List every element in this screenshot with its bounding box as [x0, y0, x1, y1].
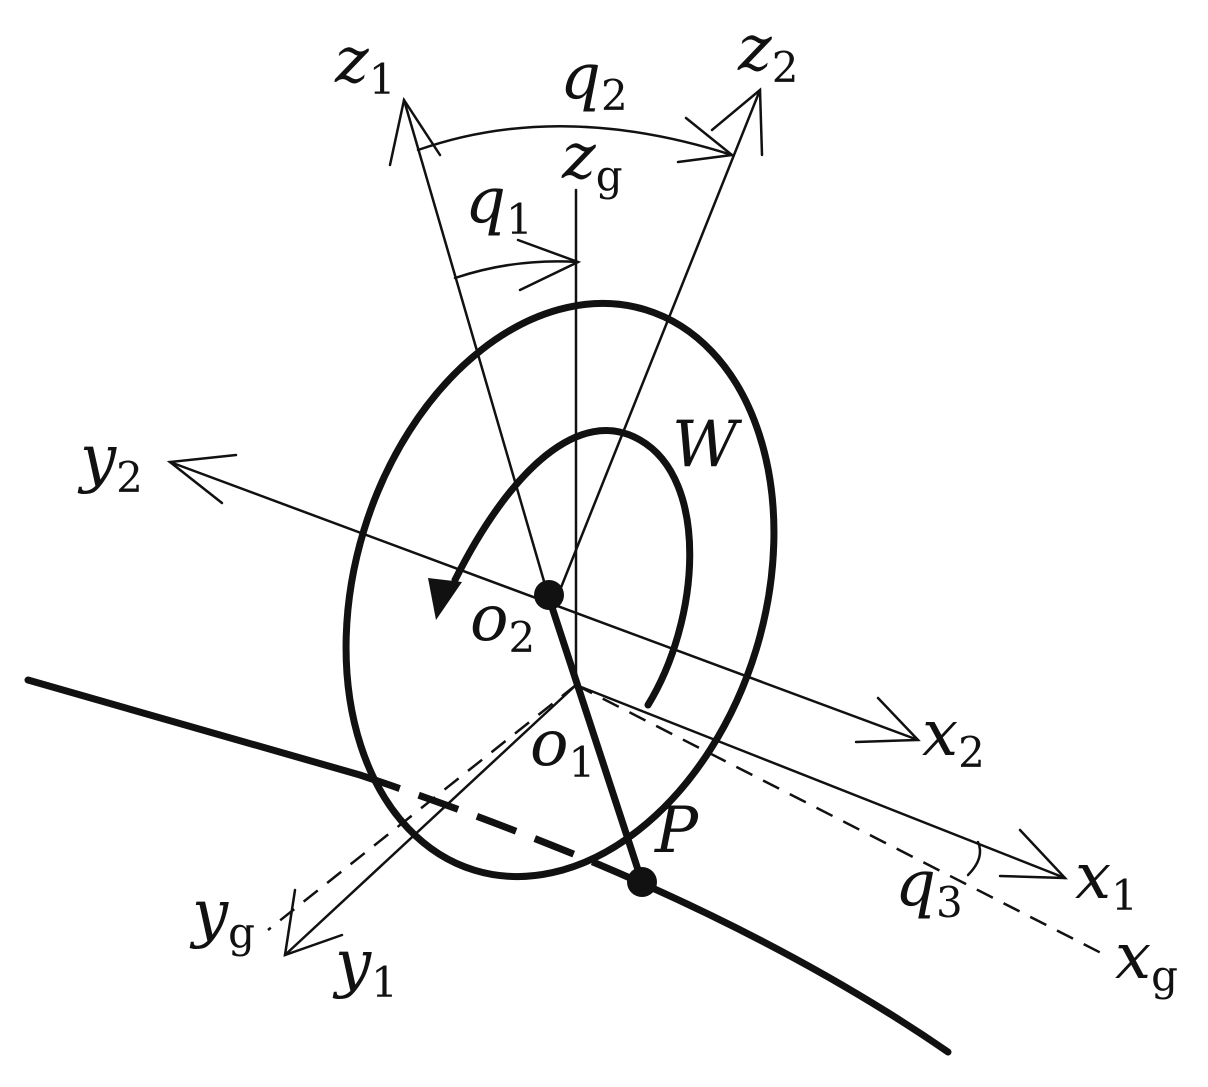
ground-curve-hidden — [358, 771, 602, 869]
o2-point — [534, 580, 564, 610]
label-W: W — [672, 408, 743, 482]
label-q2: q2 — [560, 40, 628, 120]
label-xg: xg — [1115, 920, 1178, 1000]
label-x1: x1 — [1075, 840, 1138, 920]
z2-arrowhead — [710, 87, 764, 157]
x1-axis — [574, 683, 1067, 880]
o2-to-contact-line — [544, 591, 646, 886]
q1-arc-arrowhead — [516, 238, 582, 292]
z1-axis — [402, 98, 550, 597]
label-z2: z2 — [737, 12, 798, 92]
q2-arc — [416, 124, 734, 157]
label-q1: q1 — [465, 164, 533, 244]
label-x2: x2 — [922, 697, 985, 777]
label-z1: z1 — [334, 24, 395, 104]
y1-arrowhead — [283, 888, 344, 957]
x1-arrowhead — [998, 828, 1068, 880]
y2-arrowhead — [166, 453, 238, 505]
ground-curve-left — [24, 676, 364, 779]
label-y2: y2 — [77, 422, 143, 502]
q1-arc — [453, 260, 580, 280]
q3-arc — [966, 840, 982, 877]
xg-axis — [575, 683, 1106, 957]
wheel-rotation-arrowhead — [428, 578, 462, 620]
wheel-rotation-arc — [451, 427, 694, 709]
wheel-outer-ellipse — [342, 299, 778, 881]
x2-arrowhead — [854, 696, 921, 744]
q2-arc-arrowhead — [676, 116, 736, 164]
label-yg: yg — [189, 877, 255, 957]
z1-arrowhead — [388, 96, 442, 167]
label-zg: zg — [561, 120, 623, 200]
yg-axis — [267, 684, 577, 931]
z2-axis — [558, 88, 762, 592]
label-y1: y1 — [332, 927, 398, 1007]
label-o2: o2 — [470, 582, 535, 662]
contact-point-p — [627, 867, 657, 897]
label-o1: o1 — [530, 707, 595, 787]
label-q3: q3 — [895, 847, 963, 927]
label-P: P — [654, 794, 699, 868]
y1-axis — [283, 683, 578, 957]
